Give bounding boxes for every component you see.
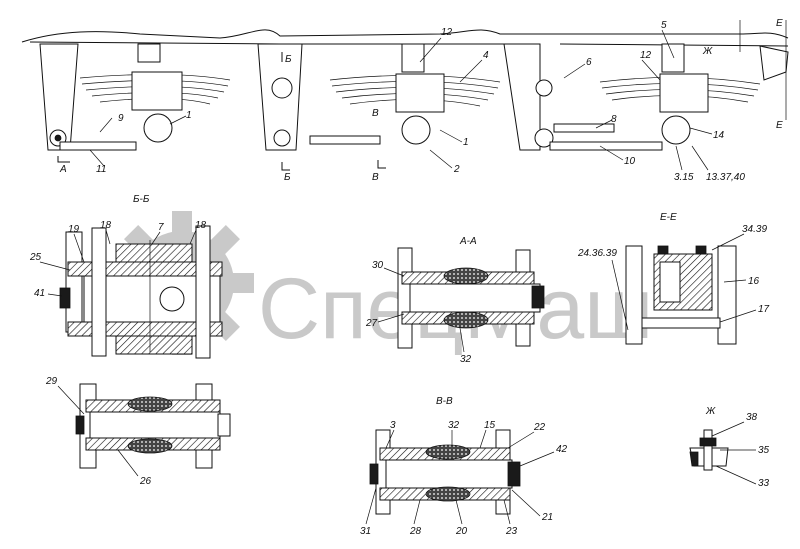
- callout-label: 32: [460, 354, 472, 365]
- view-mark-b-top: Б: [285, 54, 292, 65]
- leaf-spring-middle: [329, 43, 501, 145]
- section-markers: А Б Б В В Ж Е Е: [57, 18, 783, 183]
- callout-label: 28: [409, 526, 422, 537]
- view-mark-zh: Ж: [702, 46, 713, 57]
- view-zh: Ж 38 35 33: [689, 406, 770, 489]
- callouts-zh: 38 35 33: [711, 412, 770, 489]
- top-assembly-view: А Б Б В В Ж Е Е 9 1 11 12 4 1 2 5 12 6 8…: [21, 18, 789, 183]
- callout-label: 25: [29, 252, 42, 263]
- callouts-top: 9 1 11 12 4 1 2 5 12 6 8 14 10 3.15 13.3…: [89, 20, 745, 183]
- leaf-spring-left: [79, 43, 231, 143]
- section-v-v: В-В 3 32 15 22 42 31 28 20 23 21: [360, 396, 568, 537]
- callout-label: 23: [505, 526, 518, 537]
- callout-label: 7: [158, 222, 164, 233]
- callout-label: 1: [463, 137, 469, 148]
- section-title-aa: А-А: [459, 236, 477, 247]
- callout-label: 12: [441, 27, 453, 38]
- view-mark-e-top: Е: [776, 18, 783, 29]
- callout-label: 38: [746, 412, 758, 423]
- callout-label: 26: [139, 476, 152, 487]
- section-b-b: Б-Б 19 18 7 18 25 41: [29, 194, 223, 359]
- view-mark-v-top: В: [372, 108, 379, 119]
- callout-label: 33: [758, 478, 770, 489]
- view-mark-e-bottom: Е: [776, 120, 783, 131]
- callouts-left-bottom: 29 26: [45, 376, 152, 487]
- callout-label: 8: [611, 114, 617, 125]
- view-mark-v-bottom: В: [372, 172, 379, 183]
- callout-label: 18: [195, 220, 207, 231]
- callout-label: 14: [713, 130, 725, 141]
- callout-label: 12: [640, 50, 652, 61]
- view-mark-b-bottom: Б: [284, 172, 291, 183]
- callout-label: 24.36.39: [577, 248, 617, 259]
- callout-label: 11: [96, 164, 106, 175]
- view-mark-a: А: [59, 164, 67, 175]
- callout-label: 35: [758, 445, 770, 456]
- callouts-aa: 30 27 32: [365, 260, 472, 365]
- section-title-vv: В-В: [436, 396, 453, 407]
- leaf-spring-right: [599, 43, 761, 145]
- callout-label: 6: [586, 57, 592, 68]
- callout-label: 30: [372, 260, 384, 271]
- callout-label: 13.37,40: [706, 172, 745, 183]
- section-title-ee: Е-Е: [660, 212, 677, 223]
- callout-label: 42: [556, 444, 568, 455]
- callout-label: 29: [45, 376, 58, 387]
- section-title-bb: Б-Б: [133, 194, 150, 205]
- callout-label: 1: [186, 110, 192, 121]
- callout-label: 31: [360, 526, 371, 537]
- section-a-a: А-А 30 27 32: [365, 236, 545, 365]
- callout-label: 9: [118, 113, 124, 124]
- callout-label: 18: [100, 220, 112, 231]
- callout-label: 32: [448, 420, 460, 431]
- callout-label: 27: [365, 318, 378, 329]
- callouts-bb: 19 18 7 18 25 41: [29, 220, 207, 299]
- callout-label: 22: [533, 422, 546, 433]
- callout-label: 3: [390, 420, 396, 431]
- callout-label: 17: [758, 304, 770, 315]
- callout-label: 41: [34, 288, 45, 299]
- callout-label: 20: [455, 526, 468, 537]
- callout-label: 19: [68, 224, 80, 235]
- callouts-ee: 24.36.39 34.39 16 17: [577, 224, 770, 331]
- section-title-zh: Ж: [705, 406, 716, 417]
- callout-label: 10: [624, 156, 636, 167]
- callout-label: 4: [483, 50, 489, 61]
- callout-label: 21: [541, 512, 553, 523]
- callouts-vv: 3 32 15 22 42 31 28 20 23 21: [360, 420, 568, 537]
- section-e-e: Е-Е 24.36.39 34.39 16 17: [577, 212, 770, 345]
- callout-label: 34.39: [742, 224, 767, 235]
- callout-label: 3.15: [674, 172, 694, 183]
- callout-label: 15: [484, 420, 496, 431]
- callout-label: 5: [661, 20, 667, 31]
- left-lower-view: 29 26: [45, 376, 231, 487]
- callout-label: 2: [453, 164, 460, 175]
- callout-label: 16: [748, 276, 760, 287]
